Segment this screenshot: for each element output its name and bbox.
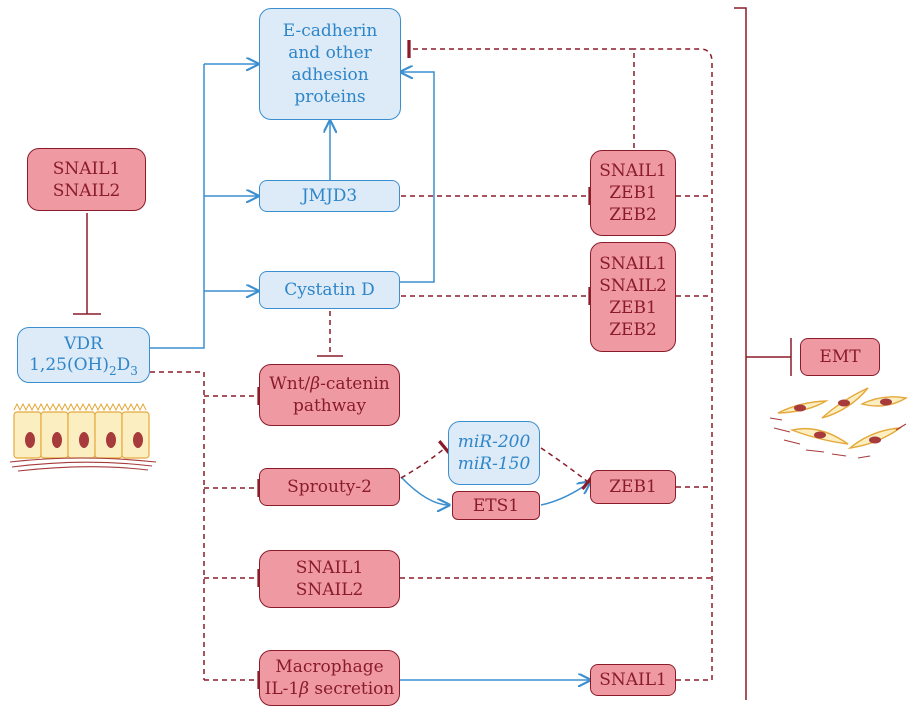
snail-mid-line-2: SNAIL2 (295, 580, 364, 600)
snail1-bottom-label: SNAIL1 (599, 670, 667, 690)
zeb1-label: ZEB1 (609, 477, 657, 497)
mir-150-label: miR-150 (457, 454, 531, 474)
vdr-node: VDR 1,25(OH)2D3 (17, 327, 150, 383)
zeb1-node: ZEB1 (590, 470, 676, 504)
snail-zeb-b-line-2: SNAIL2 (599, 276, 667, 296)
snail-top-line-1: SNAIL1 (52, 158, 121, 179)
mesenchymal-cells-icon (769, 387, 908, 459)
vdr-to-trunk-line (150, 64, 205, 349)
snail-zeb-b-line-4: ZEB2 (609, 320, 657, 340)
jmjd3-label: JMJD3 (301, 186, 358, 206)
ets1-node: ETS1 (452, 491, 540, 520)
epithelial-cells-icon (9, 402, 157, 472)
cystatin-to-ecadherin-arrow (397, 72, 435, 283)
ecadherin-line-1: E-cadherin (282, 21, 378, 41)
emt-node: EMT (800, 338, 880, 376)
snail-top-node: SNAIL1 SNAIL2 (27, 148, 146, 211)
sprouty-to-ets1-arrow (400, 476, 449, 505)
ecadherin-line-4: proteins (294, 87, 366, 107)
snail-zeb-a-node: SNAIL1 ZEB1 ZEB2 (590, 150, 676, 236)
ecadherin-line-3: adhesion (291, 65, 369, 85)
collector-to-ecadherin (634, 48, 713, 680)
jmjd3-node: JMJD3 (259, 180, 400, 212)
wnt-node: Wnt/β-catenin pathway (259, 364, 400, 426)
snail-zeb-a-inhibits-ecadherin (407, 40, 635, 148)
snail-zeb-b-node: SNAIL1 SNAIL2 ZEB1 ZEB2 (590, 242, 676, 352)
sprouty-node: Sprouty-2 (259, 468, 400, 506)
mir-200-label: miR-200 (457, 432, 531, 452)
snail-zeb-b-line-1: SNAIL1 (599, 254, 667, 274)
ecadherin-node: E-cadherin and other adhesion proteins (259, 8, 401, 120)
wnt-line-2: pathway (292, 396, 367, 416)
emt-bracket (734, 7, 747, 700)
ets1-to-zeb1-arrow (540, 482, 590, 506)
snail1-bottom-node: SNAIL1 (590, 664, 676, 696)
macrophage-node: Macrophage IL-1β secretion (259, 650, 400, 706)
wnt-line-1: Wnt/β-catenin (269, 374, 390, 394)
snail-zeb-a-line-3: ZEB2 (609, 205, 657, 225)
sprouty-label: Sprouty-2 (287, 477, 372, 497)
macrophage-line-1: Macrophage (275, 657, 384, 677)
snail-mid-line-1: SNAIL1 (295, 558, 364, 578)
emt-label: EMT (819, 347, 861, 367)
snail-zeb-a-line-1: SNAIL1 (599, 161, 667, 181)
cystatin-label: Cystatin D (284, 280, 375, 300)
sprouty-inhibits-mir (400, 440, 453, 479)
snail-zeb-a-line-2: ZEB1 (609, 183, 657, 203)
ecadherin-line-2: and other (288, 43, 372, 63)
vdr-dashed-trunk (150, 371, 205, 680)
snail-zeb-b-line-3: ZEB1 (609, 298, 657, 318)
vitamin-d-label: 1,25(OH)2D3 (29, 354, 138, 378)
snail-top-line-2: SNAIL2 (52, 180, 121, 201)
macrophage-line-2: IL-1β secretion (264, 679, 395, 699)
mir-node: miR-200 miR-150 (448, 421, 540, 485)
ets1-label: ETS1 (472, 495, 520, 516)
vdr-label: VDR (64, 333, 103, 354)
cystatin-node: Cystatin D (259, 271, 400, 309)
mir-inhibits-zeb1 (540, 447, 595, 491)
snail-mid-node: SNAIL1 SNAIL2 (259, 550, 400, 608)
